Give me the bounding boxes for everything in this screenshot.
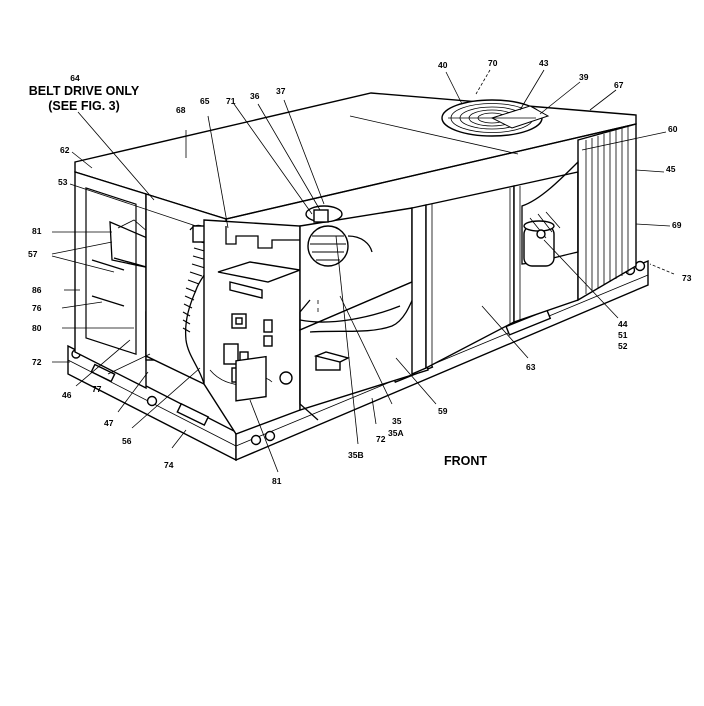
callout-77: 77 — [92, 384, 102, 394]
callout-37: 37 — [276, 86, 286, 96]
rigging-hole — [146, 395, 158, 407]
leader-lines — [51, 69, 675, 473]
control-section — [203, 219, 303, 435]
callout-81-bottom: 81 — [272, 476, 282, 486]
condenser-coil-fins — [585, 126, 629, 294]
callout-53: 53 — [58, 177, 68, 187]
panel-louvers — [182, 239, 209, 333]
callout-56: 56 — [122, 436, 132, 446]
callout-39: 39 — [579, 72, 589, 82]
compressor — [523, 211, 561, 267]
callout-76: 76 — [32, 303, 42, 313]
callout-64: 64 — [70, 73, 80, 83]
callout-35: 35 — [392, 416, 402, 426]
callout-81-top: 81 — [32, 226, 42, 236]
callout-73: 73 — [682, 273, 692, 283]
callout-80: 80 — [32, 323, 42, 333]
callout-57: 57 — [28, 249, 38, 259]
callout-74: 74 — [164, 460, 174, 470]
callout-46: 46 — [62, 390, 72, 400]
rigging-hole — [250, 434, 262, 446]
callout-35A: 35A — [388, 428, 404, 438]
callout-35B: 35B — [348, 450, 364, 460]
contactor-terminal — [235, 317, 243, 325]
callout-labels: 64 BELT DRIVE ONLY (SEE FIG. 3) 68 65 71… — [28, 58, 692, 486]
see-figure-note: (SEE FIG. 3) — [48, 99, 120, 113]
callout-47: 47 — [104, 418, 114, 428]
blower-housing-section — [299, 205, 429, 421]
callout-72-left: 72 — [32, 357, 42, 367]
callout-60-top: 60 — [668, 124, 678, 134]
callout-45: 45 — [666, 164, 676, 174]
callout-63: 63 — [526, 362, 536, 372]
callout-67: 67 — [614, 80, 624, 90]
relay — [263, 335, 273, 347]
callout-62: 62 — [60, 145, 70, 155]
callout-68: 68 — [176, 105, 186, 115]
rigging-hole — [634, 260, 646, 272]
rigging-hole — [264, 430, 276, 442]
belt-drive-note: BELT DRIVE ONLY — [29, 84, 140, 98]
callout-65: 65 — [200, 96, 210, 106]
callout-86: 86 — [32, 285, 42, 295]
forklift-slot — [90, 363, 116, 383]
callout-69: 69 — [672, 220, 682, 230]
callout-43: 43 — [539, 58, 549, 68]
relay — [263, 319, 273, 333]
motor-mount — [313, 209, 329, 223]
callout-44: 44 — [618, 319, 628, 329]
forklift-slot — [176, 402, 210, 427]
callout-70: 70 — [488, 58, 498, 68]
callout-71: 71 — [226, 96, 236, 106]
front-label: FRONT — [444, 454, 487, 468]
callout-72-bottom: 72 — [376, 434, 386, 444]
callout-51: 51 — [618, 330, 628, 340]
callout-52: 52 — [618, 341, 628, 351]
panel-handle — [192, 225, 206, 243]
condenser-section — [521, 123, 637, 302]
callout-59: 59 — [438, 406, 448, 416]
callout-40: 40 — [438, 60, 448, 70]
callout-36: 36 — [250, 91, 260, 101]
condenser-fan-grille — [441, 99, 550, 137]
control-box-cover — [235, 355, 267, 402]
terminal-block — [279, 371, 293, 385]
transformer — [223, 343, 239, 365]
